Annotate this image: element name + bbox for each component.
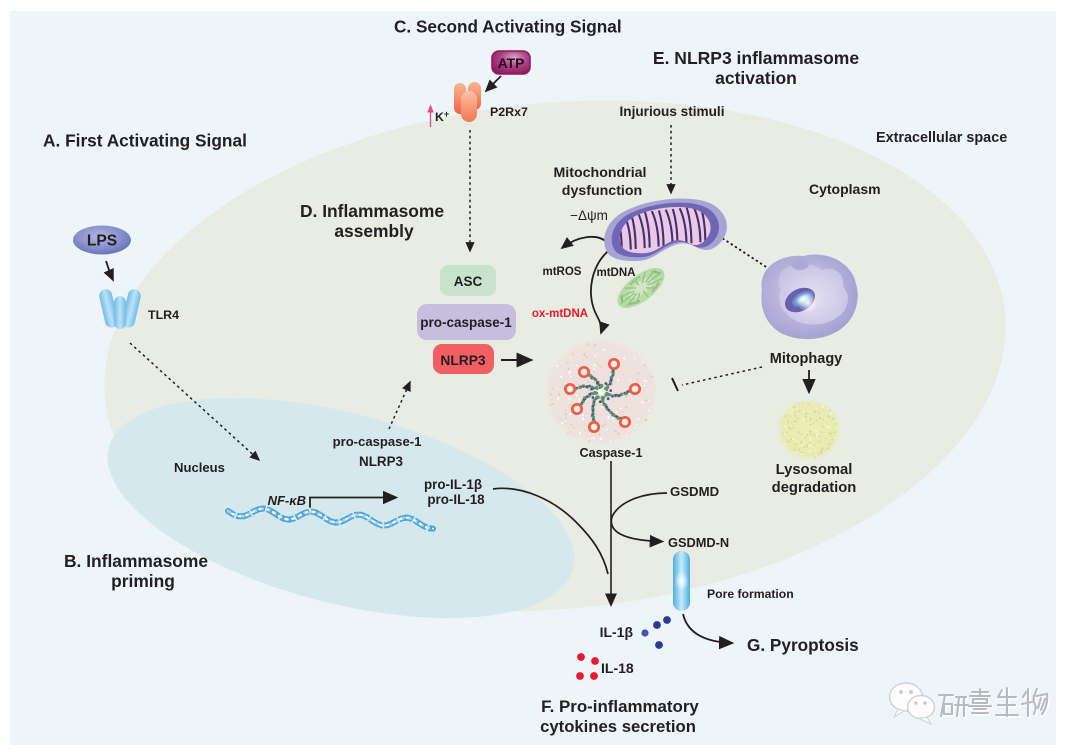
svg-text:pro-IL-18: pro-IL-18 bbox=[427, 492, 485, 507]
svg-text:Mitochondrial: Mitochondrial bbox=[553, 165, 646, 181]
svg-text:LPS: LPS bbox=[87, 233, 117, 250]
svg-text:NLRP3: NLRP3 bbox=[440, 353, 486, 368]
svg-text:GSDMD: GSDMD bbox=[670, 484, 719, 499]
svg-text:pro-caspase-1: pro-caspase-1 bbox=[333, 434, 422, 449]
svg-text:NF-κB: NF-κB bbox=[268, 493, 306, 508]
svg-text:degradation: degradation bbox=[772, 480, 857, 496]
svg-text:Caspase-1: Caspase-1 bbox=[579, 446, 642, 460]
svg-text:GSDMD-N: GSDMD-N bbox=[668, 535, 729, 550]
svg-text:Cytoplasm: Cytoplasm bbox=[809, 181, 881, 197]
svg-text:priming: priming bbox=[111, 571, 175, 591]
svg-text:pro-IL-1β: pro-IL-1β bbox=[424, 477, 482, 492]
svg-text:C. Second Activating Signal: C. Second Activating Signal bbox=[394, 17, 622, 37]
svg-text:dysfunction: dysfunction bbox=[562, 183, 642, 199]
svg-text:mtROS: mtROS bbox=[543, 266, 582, 278]
svg-text:Extracellular space: Extracellular space bbox=[876, 130, 1007, 146]
svg-text:ATP: ATP bbox=[498, 56, 525, 71]
svg-text:activation: activation bbox=[715, 68, 797, 88]
svg-text:B. Inflammasome: B. Inflammasome bbox=[64, 551, 208, 571]
svg-text:G. Pyroptosis: G. Pyroptosis bbox=[747, 635, 859, 655]
svg-text:D. Inflammasome: D. Inflammasome bbox=[300, 201, 444, 221]
svg-text:Nucleus: Nucleus bbox=[174, 460, 225, 475]
svg-text:mtDNA: mtDNA bbox=[597, 267, 636, 279]
svg-text:Mitophagy: Mitophagy bbox=[770, 351, 843, 367]
svg-text:ASC: ASC bbox=[454, 274, 483, 289]
svg-text:F. Pro-inflammatory: F. Pro-inflammatory bbox=[541, 697, 699, 716]
svg-text:assembly: assembly bbox=[334, 221, 414, 241]
svg-text:A. First Activating Signal: A. First Activating Signal bbox=[43, 131, 247, 151]
svg-text:ox-mtDNA: ox-mtDNA bbox=[532, 308, 588, 320]
svg-text:NLRP3: NLRP3 bbox=[359, 454, 403, 469]
svg-text:IL-1β: IL-1β bbox=[600, 624, 634, 640]
svg-text:−Δψm: −Δψm bbox=[570, 208, 608, 223]
svg-text:Injurious stimuli: Injurious stimuli bbox=[620, 104, 725, 119]
svg-text:E. NLRP3 inflammasome: E. NLRP3 inflammasome bbox=[653, 48, 859, 68]
svg-text:IL-18: IL-18 bbox=[601, 660, 634, 676]
svg-text:TLR4: TLR4 bbox=[148, 308, 179, 322]
svg-text:Pore formation: Pore formation bbox=[707, 587, 794, 601]
svg-text:pro-caspase-1: pro-caspase-1 bbox=[420, 315, 512, 330]
svg-text:P2Rx7: P2Rx7 bbox=[490, 105, 528, 119]
svg-text:cytokines secretion: cytokines secretion bbox=[540, 717, 696, 736]
svg-text:Lysosomal: Lysosomal bbox=[776, 462, 853, 478]
